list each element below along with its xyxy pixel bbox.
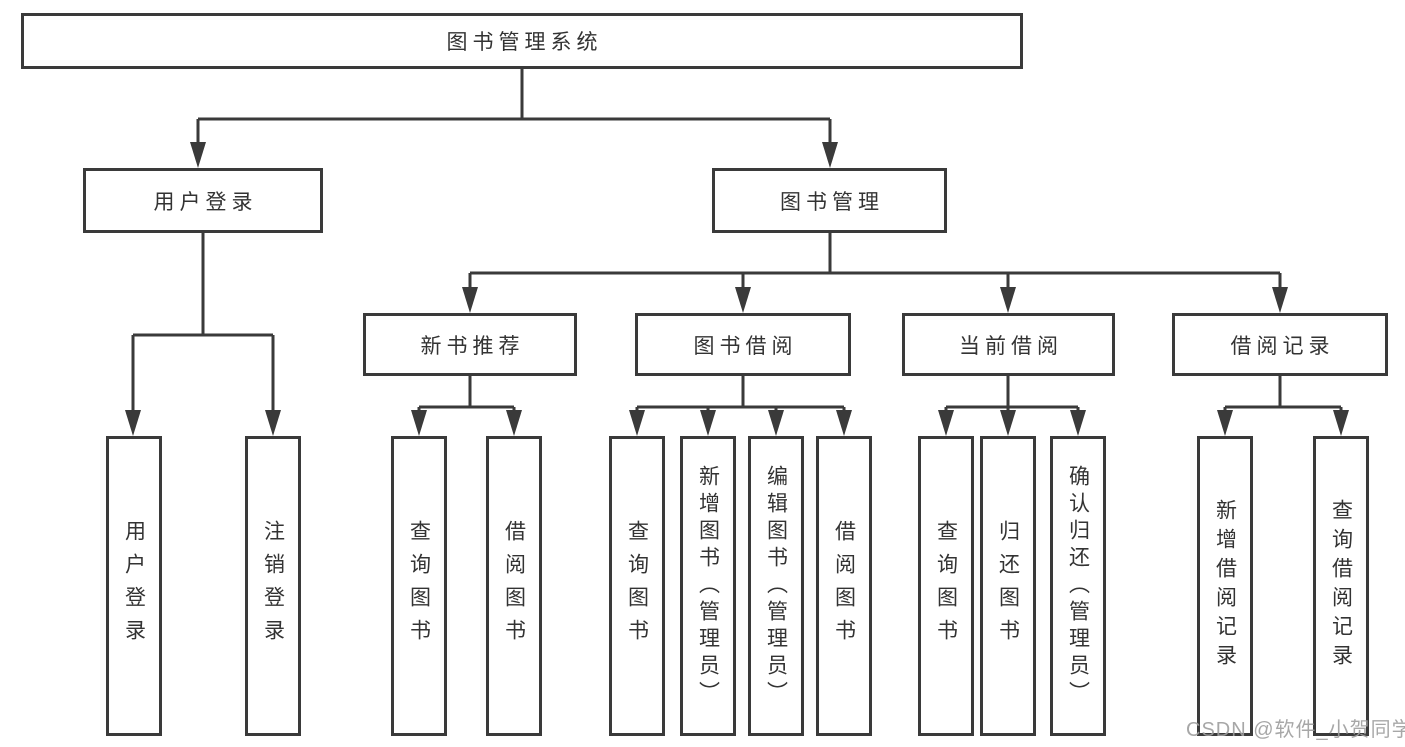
csdn-watermark: CSDN @软件_小贺同学: [1186, 719, 1405, 741]
edge-root-to-level2: [190, 69, 838, 168]
node-book-management: 图书管理: [712, 168, 947, 233]
leaf-node-confirm-return-admin: 确认归还（管理员）: [1050, 436, 1106, 736]
leaf-node-user-login: 用户登录: [106, 436, 162, 736]
edge-book-borrow-to-leaves: [629, 376, 852, 436]
node-new-book-recommend: 新书推荐: [363, 313, 577, 376]
edge-borrow-record-to-leaves: [1217, 375, 1349, 436]
node-borrow-record: 借阅记录: [1172, 313, 1388, 376]
leaf-node-return-book: 归还图书: [980, 436, 1036, 736]
leaf-node-query-books-1: 查询图书: [391, 436, 447, 736]
edge-new-book-recommend-to-leaves: [411, 376, 522, 436]
leaf-node-add-borrow-record: 新增借阅记录: [1197, 436, 1253, 736]
leaf-node-query-books-3: 查询图书: [918, 436, 974, 736]
leaf-node-query-borrow-record: 查询借阅记录: [1313, 436, 1369, 736]
leaf-node-query-books-2: 查询图书: [609, 436, 665, 736]
edge-user-login-to-leaves: [125, 233, 281, 436]
root-node-library-system: 图书管理系统: [21, 13, 1023, 69]
edge-current-borrow-to-leaves: [938, 376, 1086, 436]
leaf-node-borrow-books-2: 借阅图书: [816, 436, 872, 736]
edge-book-mgmt-to-level3: [462, 233, 1288, 313]
leaf-node-add-book-admin: 新增图书（管理员）: [680, 436, 736, 736]
node-current-borrow: 当前借阅: [902, 313, 1115, 376]
node-book-borrow: 图书借阅: [635, 313, 851, 376]
leaf-node-borrow-books-1: 借阅图书: [486, 436, 542, 736]
leaf-node-logout: 注销登录: [245, 436, 301, 736]
leaf-node-edit-book-admin: 编辑图书（管理员）: [748, 436, 804, 736]
node-user-login: 用户登录: [83, 168, 323, 233]
